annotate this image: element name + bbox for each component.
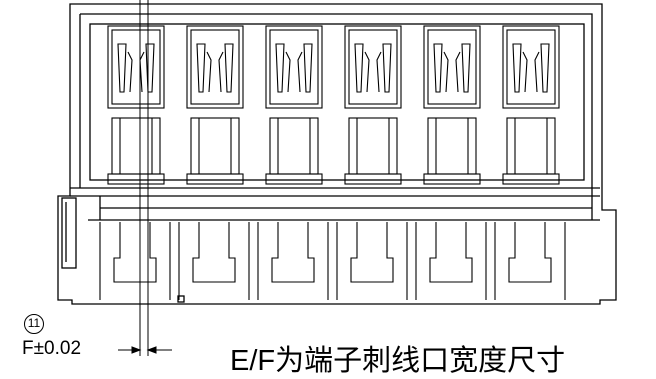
terminal-post xyxy=(113,222,157,283)
wire-slot-inner xyxy=(348,29,398,105)
side-latch-left xyxy=(61,197,77,269)
idc-contact xyxy=(218,51,224,93)
idc-blade xyxy=(540,43,550,93)
idc-contact xyxy=(139,51,145,93)
terminal-cavities xyxy=(99,25,566,300)
caption-text: E/F为端子刺线口宽度尺寸 xyxy=(230,345,566,377)
idc-blade xyxy=(117,43,127,93)
idc-contact xyxy=(522,51,528,93)
wire-slot-inner xyxy=(111,29,161,105)
lower-cavity-wall xyxy=(178,222,250,300)
barrel-base xyxy=(344,173,402,185)
crimp-barrel xyxy=(111,117,161,175)
wire-slot-inner xyxy=(506,29,556,105)
barrel-base xyxy=(423,173,481,185)
wire-slot-inner xyxy=(190,29,240,105)
idc-contact xyxy=(364,51,370,93)
crimp-barrel xyxy=(348,117,398,175)
idc-contact xyxy=(534,51,540,93)
idc-contact xyxy=(206,51,212,93)
wire-slot xyxy=(186,25,244,109)
lower-cavity-wall xyxy=(415,222,487,300)
crimp-barrel xyxy=(506,117,556,175)
idc-blade xyxy=(382,43,392,93)
idc-blade xyxy=(224,43,234,93)
wire-slot xyxy=(265,25,323,109)
idc-blade xyxy=(433,43,443,93)
housing-outline xyxy=(57,3,617,305)
crimp-barrel xyxy=(190,117,240,175)
lower-cavity-wall xyxy=(257,222,329,300)
terminal-cavity xyxy=(336,25,408,300)
idc-contact xyxy=(455,51,461,93)
terminal-cavity xyxy=(494,25,566,300)
idc-contact xyxy=(127,51,133,93)
idc-contact xyxy=(285,51,291,93)
idc-blade xyxy=(512,43,522,93)
idc-blade xyxy=(354,43,364,93)
idc-blade xyxy=(303,43,313,93)
tolerance-label: F±0.02 xyxy=(22,338,82,359)
wire-slot-inner xyxy=(427,29,477,105)
idc-contact xyxy=(376,51,382,93)
barrel-base xyxy=(107,173,165,185)
terminal-post xyxy=(192,222,236,283)
terminal-cavity xyxy=(257,25,329,300)
wire-slot xyxy=(107,25,165,109)
idc-blade xyxy=(461,43,471,93)
terminal-cavity xyxy=(178,25,250,300)
idc-contact xyxy=(297,51,303,93)
barrel-base xyxy=(502,173,560,185)
housing-inner-wall xyxy=(80,13,593,196)
barrel-base xyxy=(186,173,244,185)
terminal-post xyxy=(429,222,473,283)
wire-slot-inner xyxy=(269,29,319,105)
idc-blade xyxy=(275,43,285,93)
terminal-cavity xyxy=(415,25,487,300)
idc-contact xyxy=(443,51,449,93)
connector-housing xyxy=(57,3,617,305)
crimp-barrel xyxy=(269,117,319,175)
terminal-post xyxy=(508,222,552,283)
barrel-base xyxy=(265,173,323,185)
width-dimension xyxy=(118,0,172,356)
wire-slot xyxy=(502,25,560,109)
crimp-barrel xyxy=(427,117,477,175)
wire-slot xyxy=(423,25,481,109)
arrow-head xyxy=(131,346,142,354)
wire-slot xyxy=(344,25,402,109)
terminal-post xyxy=(350,222,394,283)
lower-cavity-wall xyxy=(99,222,171,300)
terminal-window xyxy=(89,23,585,181)
idc-blade xyxy=(196,43,206,93)
terminal-cavity xyxy=(99,25,171,300)
terminal-post xyxy=(271,222,315,283)
lower-cavity-wall xyxy=(336,222,408,300)
idc-blade xyxy=(145,43,155,93)
arrow-head xyxy=(146,346,157,354)
lower-cavity-wall xyxy=(494,222,566,300)
bottom-mark xyxy=(177,295,185,303)
note-number-circle: 11 xyxy=(24,314,44,334)
